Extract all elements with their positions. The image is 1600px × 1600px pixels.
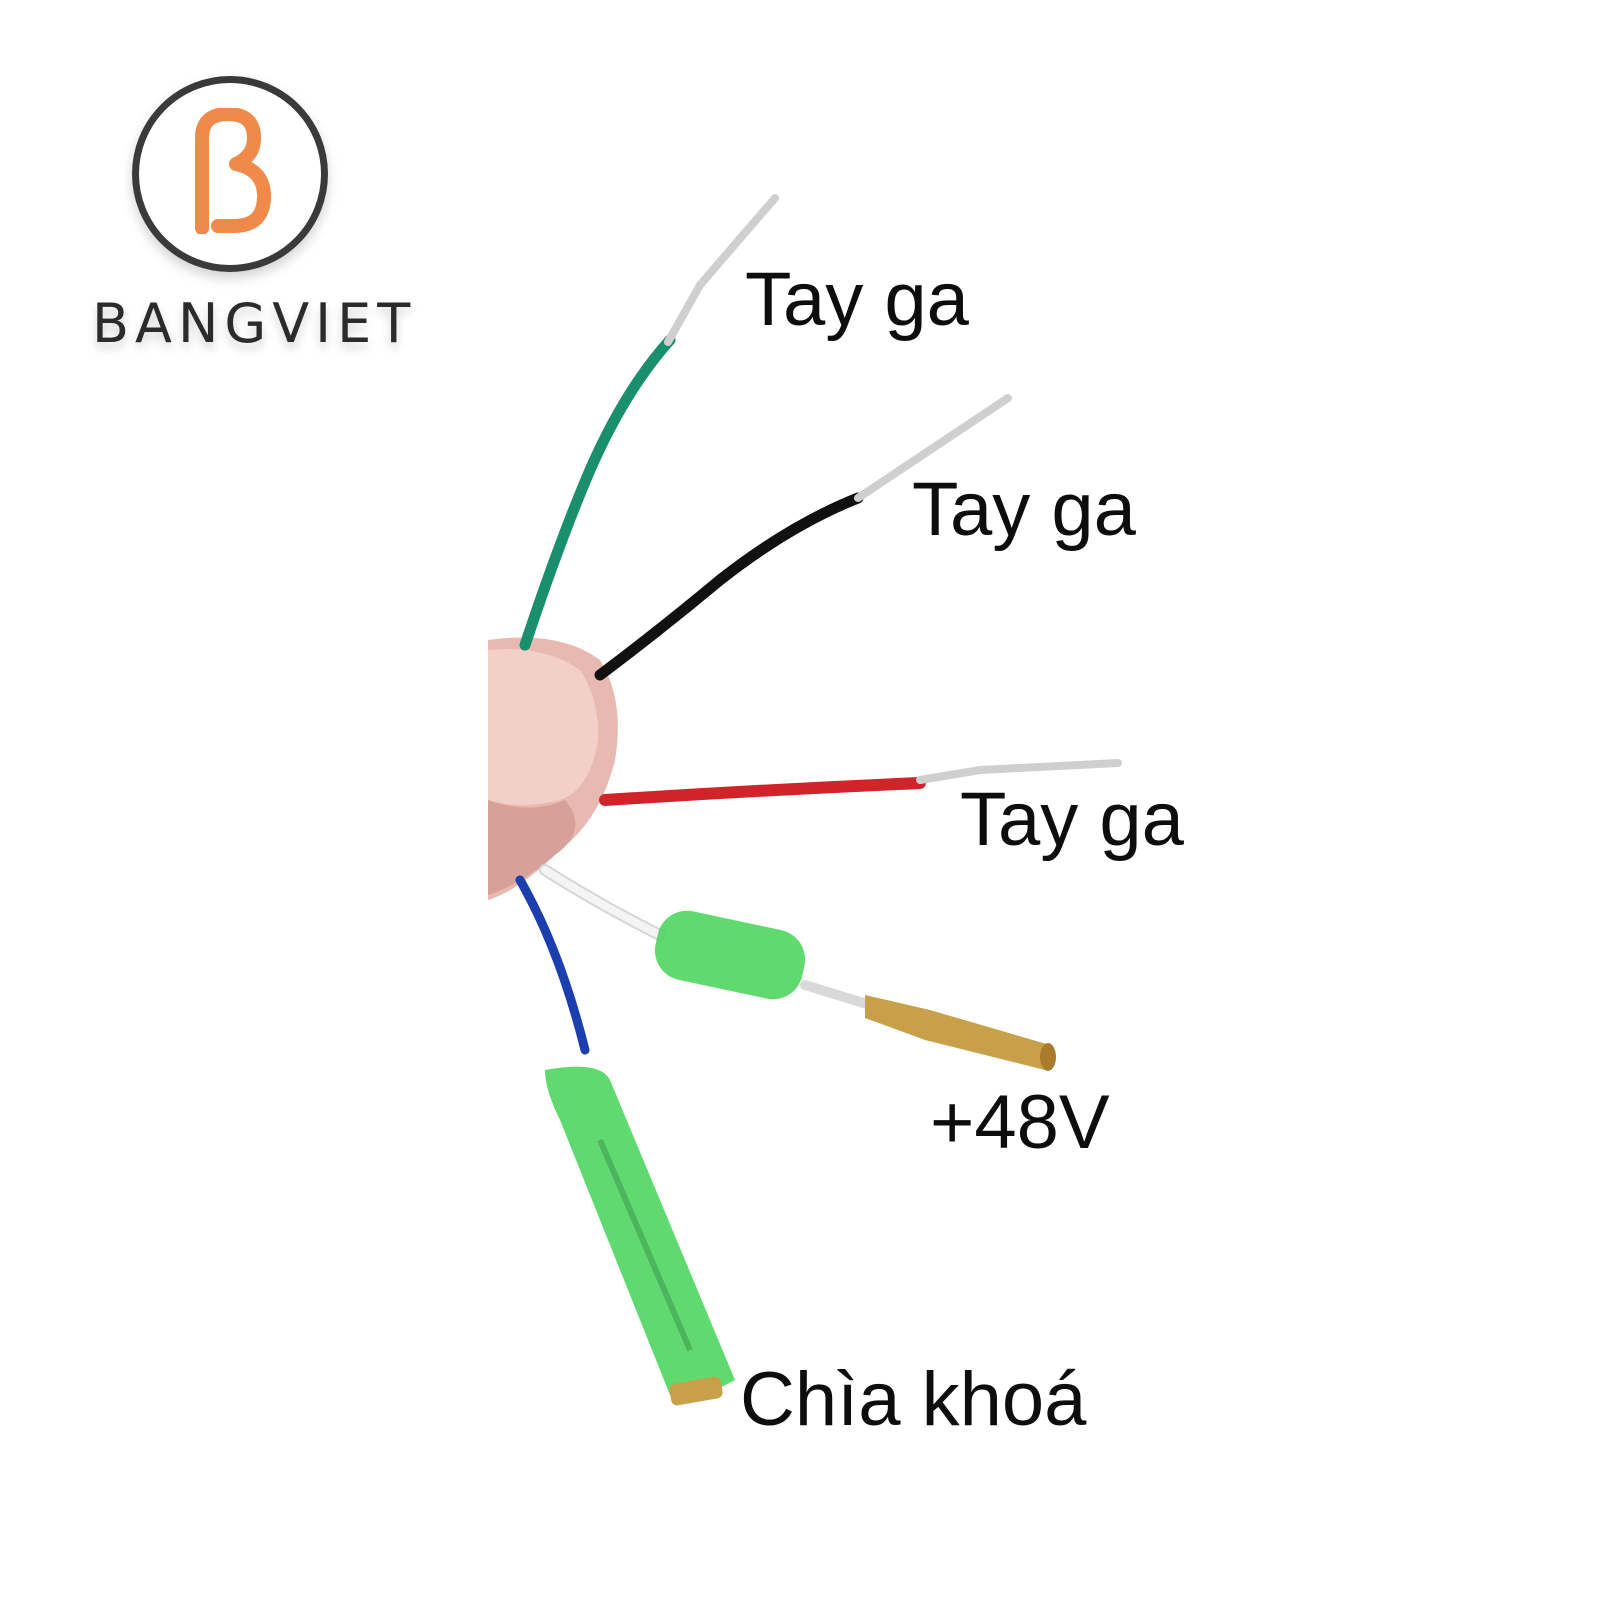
logo-b-icon xyxy=(195,108,271,234)
label-green-wire: Tay ga xyxy=(745,257,969,342)
thumb xyxy=(488,637,618,900)
white-wire xyxy=(539,864,1056,1071)
red-wire xyxy=(599,759,1122,806)
logo-text: BANGVIET xyxy=(92,292,417,355)
logo-ring xyxy=(132,76,328,272)
label-blue-wire: Chìa khoá xyxy=(740,1357,1087,1442)
label-white-wire: +48V xyxy=(930,1080,1110,1165)
blue-wire xyxy=(515,875,735,1406)
label-red-wire: Tay ga xyxy=(960,777,1184,862)
green-wire xyxy=(519,194,779,651)
label-black-wire: Tay ga xyxy=(912,467,1136,552)
black-wire xyxy=(594,394,1012,681)
